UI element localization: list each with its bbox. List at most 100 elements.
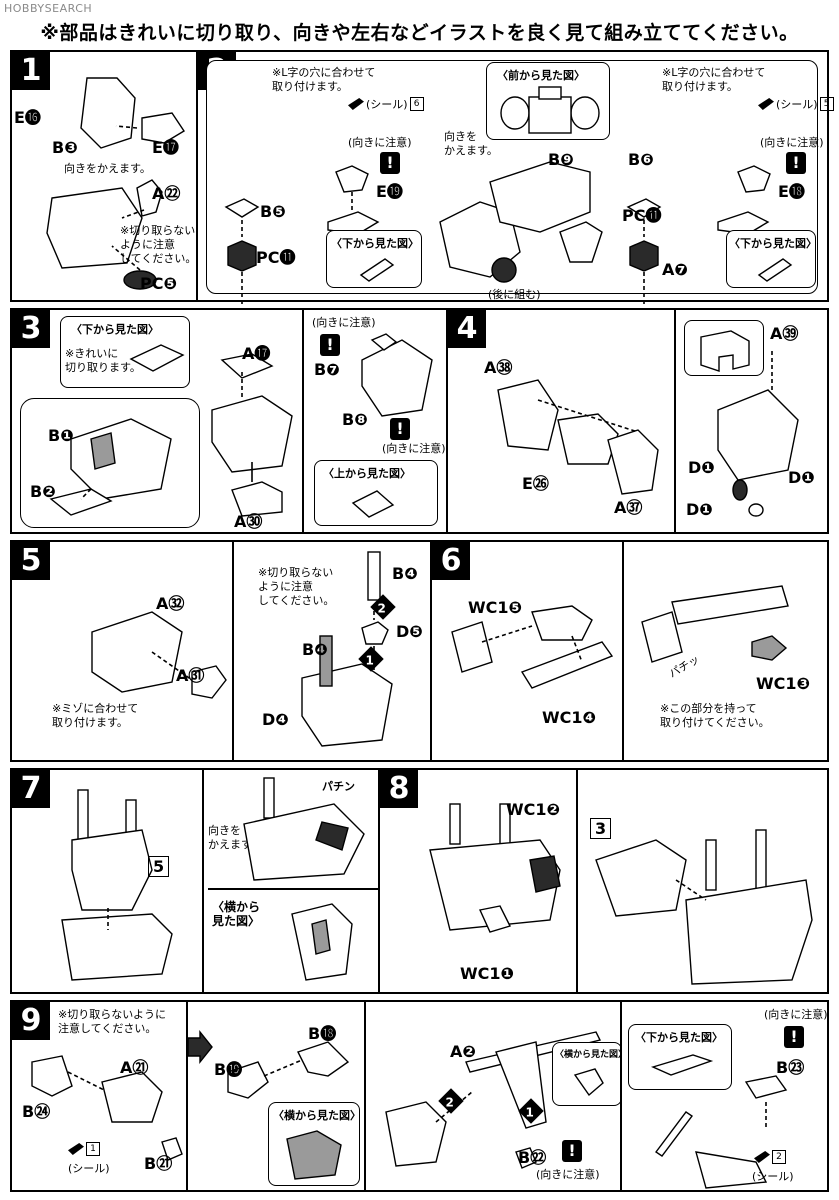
turn-direction-note: 向きを かえます。 [444, 130, 498, 157]
part-label: B❾ [548, 150, 574, 169]
row-steps-7-8: 7 5 向きを かえます。 パチン 〈横から 見た図〉 [10, 768, 829, 994]
step-9-b-illustration [227, 1041, 350, 1099]
bottom-view-part [129, 344, 185, 372]
part-label: B㉓ [776, 1058, 805, 1077]
part-label: WC1❺ [468, 598, 523, 617]
no-cut-note: ※切り取らない ように注意 してください。 [120, 224, 197, 265]
part-label: B㉔ [22, 1102, 51, 1121]
part-label: D❹ [262, 710, 289, 729]
step-7-panel: 7 5 向きを かえます。 パチン 〈横から 見た図〉 [12, 770, 380, 992]
step-number: 1 [12, 52, 50, 90]
side-view-box: 〈横から見た図〉 [552, 1042, 627, 1106]
sticker-tag: (シール) 5 [758, 96, 834, 112]
header-instruction: ※部品はきれいに切り取り、向きや左右などイラストを良く見て組み立ててください。 [40, 22, 799, 44]
sticker-number: 6 [409, 97, 424, 111]
step-9-panel-c: A❷ 2 1 〈横から見た図〉 B㉒ ! (向きに注意) 〈下から見た図〉 (向… [366, 1002, 828, 1190]
step-2-center-illustration [439, 161, 603, 283]
part-label: A❷ [450, 1042, 476, 1061]
part-label: D❺ [396, 622, 423, 641]
bottom-view-label: 〈下から見た図〉 [71, 323, 159, 336]
inner-divider [674, 310, 676, 532]
part-label: D❶ [686, 500, 713, 519]
part-label: B❽ [342, 410, 368, 429]
sticker-label: (シール) [366, 98, 408, 111]
cut-clean-note: ※きれいに 切り取ります。 [65, 347, 141, 374]
step-number: 7 [12, 770, 50, 808]
step-8-right-illustration [595, 829, 813, 985]
bottom-view-box: 〈下から見た図〉 [628, 1024, 732, 1090]
pen-icon [68, 1143, 84, 1155]
warning-icon: ! [786, 152, 806, 174]
bottom-view-part [757, 258, 793, 282]
part-label: E⓳ [376, 182, 403, 201]
front-view-box: 〈前から見た図〉 [486, 62, 610, 140]
warning-icon: ! [320, 334, 340, 356]
part-label: B⓳ [214, 1060, 243, 1079]
l-hole-note: ※L字の穴に合わせて 取り付けます。 [662, 66, 766, 93]
side-view-label: 〈横から見た図〉 [273, 1109, 361, 1122]
inner-divider [202, 770, 204, 992]
part-label: A⓱ [242, 344, 271, 363]
part-label: A㊴ [770, 324, 799, 343]
sticker-label: (シール) [776, 98, 818, 111]
part-label: PC⓫ [256, 248, 296, 267]
part-label: WC1❸ [756, 674, 811, 693]
step-number: 3 [12, 310, 50, 348]
part-label: B❷ [30, 482, 56, 501]
attention-note: (向きに注意) [348, 136, 412, 149]
l-hole-note: ※L字の穴に合わせて 取り付けます。 [272, 66, 376, 93]
attention-note: (向きに注意) [312, 316, 376, 329]
part-label: B❺ [260, 202, 286, 221]
part-label: B㉑ [144, 1154, 173, 1173]
part-label: A❼ [662, 260, 688, 279]
assemble-later-note: (後に組む) [488, 288, 541, 301]
step-3-detail-part [49, 418, 172, 516]
detail-box [684, 320, 764, 376]
sticker-number: 1 [86, 1142, 100, 1156]
bottom-view-box: 〈下から見た図〉 [726, 230, 817, 288]
step-7-left-illustration [61, 789, 173, 981]
step-number: 6 [432, 542, 470, 580]
warning-icon: ! [390, 418, 410, 440]
front-view-label: 〈前から見た図〉 [497, 69, 585, 82]
step-1-illustration [46, 77, 185, 290]
step-9-d-illustration [654, 1075, 788, 1189]
step-3-center-illustration [211, 353, 293, 517]
warning-icon: ! [784, 1026, 804, 1048]
inner-divider [232, 542, 234, 760]
part-label: B❶ [48, 426, 74, 445]
step-number: 4 [448, 310, 486, 348]
step-number: 9 [12, 1002, 50, 1040]
step-5-right-illustration [301, 551, 393, 747]
part-label: WC1❶ [460, 964, 515, 983]
part-label: A㉜ [156, 594, 185, 613]
pen-icon [348, 98, 364, 110]
part-label: WC1❷ [506, 800, 561, 819]
step-8-panel: 8 WC1❷ WC1❶ 3 [380, 770, 827, 992]
side-view-part [573, 1068, 604, 1097]
attention-note: (向きに注意) [760, 136, 824, 149]
watermark: HOBBYSEARCH [4, 2, 93, 15]
bottom-view-label: 〈下から見た図〉 [729, 237, 817, 250]
step-6-left-illustration [451, 605, 614, 689]
part-label: WC1❹ [542, 708, 597, 727]
step-8-left-illustration [429, 803, 561, 933]
inner-divider-horizontal [208, 888, 378, 890]
bottom-view-label: 〈下から見た図〉 [331, 237, 419, 250]
step-number: 8 [380, 770, 418, 808]
row-steps-1-2: 1 E⓰ E⓱ B❸ 向きをかえます。 A㉒ ※切り取らない ように注意 してく… [10, 50, 834, 333]
side-view-label: 〈横から 見た図〉 [212, 900, 261, 928]
step-4-left-illustration [497, 379, 659, 495]
part-label: B❻ [628, 150, 654, 169]
step-5-left-illustration [91, 611, 227, 699]
inner-divider [622, 542, 624, 760]
part-label: A㉛ [176, 666, 205, 685]
step-4-right-illustration [717, 350, 799, 517]
part-label: B❼ [314, 360, 340, 379]
pen-icon [754, 1151, 770, 1163]
part-label: A㉑ [120, 1058, 149, 1077]
bottom-view-box: 〈下から見た図〉 [326, 230, 422, 288]
step-number: 5 [12, 542, 50, 580]
bottom-view-part [359, 258, 395, 282]
attention-note: (向きに注意) [764, 1008, 828, 1021]
